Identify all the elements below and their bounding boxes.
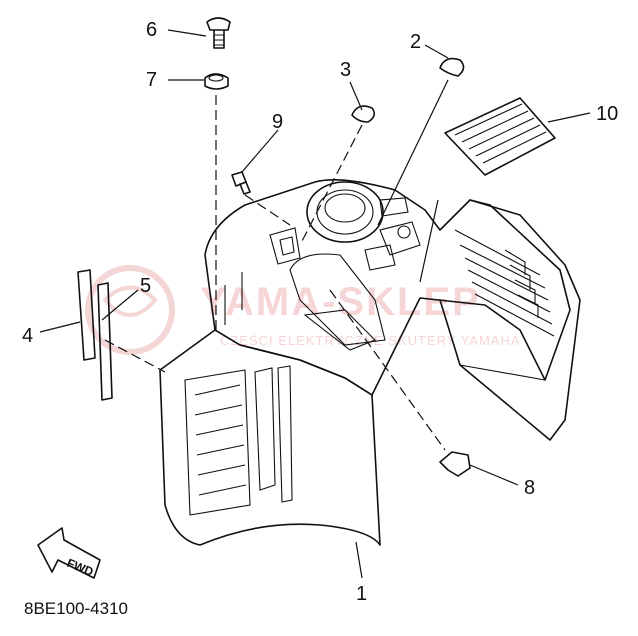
leader-lines	[39, 29, 591, 579]
forward-label: FWD	[65, 556, 96, 579]
callout-10: 10	[596, 103, 618, 125]
callout-5: 5	[140, 275, 151, 297]
label-plate-part	[444, 97, 556, 176]
clip-part-8	[439, 451, 471, 477]
watermark: YAMA-SKLEP CZĘŚCI ELEKTRYCZNE SKUTERY YA…	[85, 265, 521, 355]
callout-4: 4	[22, 325, 33, 347]
drawing-code: 8BE100-4310	[24, 599, 128, 618]
watermark-subtext: CZĘŚCI ELEKTRYCZNE SKUTERY YAMAHA	[220, 333, 521, 348]
bolt-part	[231, 171, 251, 195]
watermark-logo	[85, 265, 175, 355]
assembly-lines	[104, 95, 446, 451]
forward-arrow: FWD	[37, 527, 101, 579]
callout-6: 6	[146, 19, 157, 41]
front-cover-part	[159, 178, 581, 546]
callout-3: 3	[340, 59, 351, 81]
callouts: 1 2 3 4 5 6 7 8 9 10	[22, 19, 618, 605]
clip-part-3	[351, 105, 376, 123]
screw-part	[206, 17, 231, 49]
strip-part-4	[77, 269, 96, 361]
callout-1: 1	[356, 583, 367, 605]
watermark-text: YAMA-SKLEP	[200, 280, 481, 324]
grommet-part	[204, 73, 229, 90]
callout-9: 9	[272, 111, 283, 133]
callout-7: 7	[146, 69, 157, 91]
clip-part-2	[439, 57, 465, 77]
strip-part-5	[97, 282, 113, 401]
callout-8: 8	[524, 477, 535, 499]
callout-2: 2	[410, 31, 421, 53]
